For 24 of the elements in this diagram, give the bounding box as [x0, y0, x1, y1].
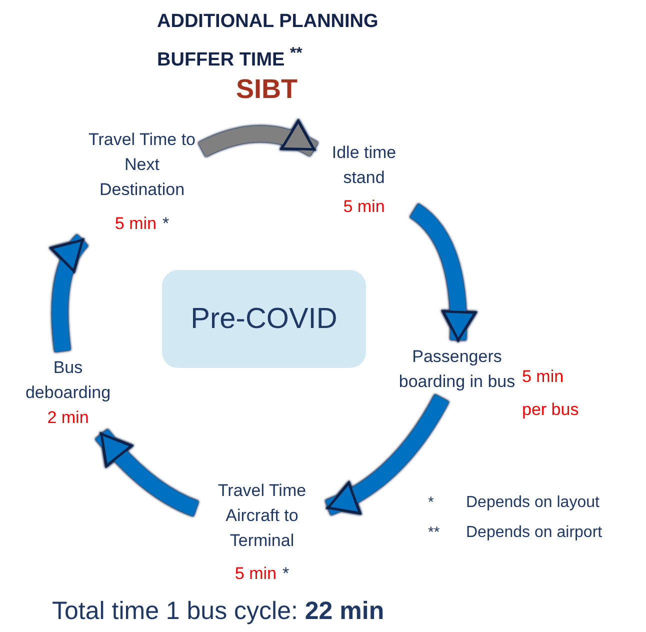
footnote-mark: * — [428, 494, 434, 511]
total-time-caption: Total time 1 bus cycle: 22 min — [52, 597, 384, 626]
step-label: Bus deboarding — [24, 357, 112, 404]
duration-label: 5 min — [343, 196, 385, 218]
step-label: Idle time stand — [330, 142, 398, 189]
duration-label: 5 min — [114, 213, 156, 235]
curved-arrow — [409, 204, 476, 342]
duration-label: 5 min per bus — [522, 366, 580, 421]
footnote-text: Depends on airport — [466, 524, 602, 542]
duration-label: 5 min — [234, 563, 276, 585]
curved-arrow — [198, 120, 318, 157]
step-label: Travel Time Aircraft to Terminal — [216, 480, 308, 552]
box-label: Pre-COVID — [190, 302, 338, 336]
acronym-label: SIBT — [236, 74, 298, 105]
footnote-mark: * — [282, 563, 290, 585]
title: ADDITIONAL PLANNING BUFFER TIME $^{**}$ — [157, 10, 380, 72]
footnote-mark: ** — [428, 524, 440, 541]
rounded-box — [162, 270, 366, 368]
step-label: Travel Time to Next Destination — [87, 129, 197, 201]
footnote-text: Depends on layout — [466, 494, 600, 512]
step-label: Passengers boarding in bus — [398, 346, 516, 393]
curved-arrow — [50, 234, 88, 352]
footnote-mark: * — [162, 213, 170, 235]
duration-label: 2 min — [47, 407, 89, 429]
